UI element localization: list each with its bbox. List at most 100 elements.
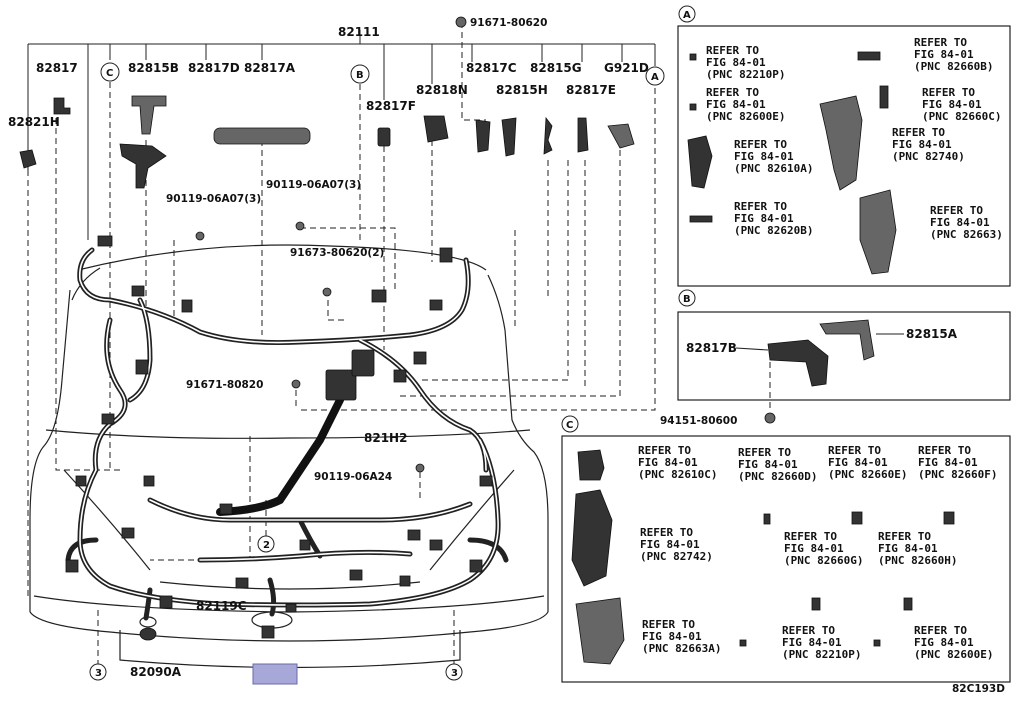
label-82817A: 82817A [244, 61, 296, 75]
wire-harness [65, 235, 509, 639]
svg-text:FIG 84-01: FIG 84-01 [640, 538, 700, 551]
svg-text:(PNC 82663): (PNC 82663) [930, 228, 1003, 241]
marker-3-left: 3 [89, 663, 107, 681]
svg-text:(PNC 82600E): (PNC 82600E) [914, 648, 993, 661]
svg-text:REFER TO: REFER TO [784, 530, 837, 543]
svg-text:FIG 84-01: FIG 84-01 [892, 138, 952, 151]
svg-text:(PNC 82610A): (PNC 82610A) [734, 162, 813, 175]
svg-text:(PNC 82660H): (PNC 82660H) [878, 554, 957, 567]
svg-text:REFER TO: REFER TO [914, 36, 967, 49]
svg-text:REFER TO: REFER TO [706, 44, 759, 57]
svg-text:C: C [566, 420, 573, 431]
svg-text:REFER TO: REFER TO [892, 126, 945, 139]
component-icons [19, 16, 776, 641]
svg-text:B: B [356, 70, 364, 81]
svg-text:REFER TO: REFER TO [640, 526, 693, 539]
svg-text:A: A [683, 10, 691, 21]
svg-text:FIG 84-01: FIG 84-01 [784, 542, 844, 555]
svg-text:FIG 84-01: FIG 84-01 [922, 98, 982, 111]
label-90119-06A07-b: 90119-06A07(3) [266, 179, 361, 191]
label-82815A: 82815A [906, 327, 958, 341]
svg-text:3: 3 [95, 668, 102, 679]
svg-text:REFER TO: REFER TO [828, 444, 881, 457]
label-82817: 82817 [36, 61, 78, 75]
svg-text:FIG 84-01: FIG 84-01 [782, 636, 842, 649]
label-82815G: 82815G [530, 61, 582, 75]
label-82119C: 82119C [196, 599, 247, 613]
svg-text:(PNC 82660G): (PNC 82660G) [784, 554, 863, 567]
svg-text:FIG 84-01: FIG 84-01 [828, 456, 888, 469]
marker-B-top: B [350, 64, 370, 84]
svg-text:FIG 84-01: FIG 84-01 [738, 458, 798, 471]
label-94151-80600: 94151-80600 [660, 415, 737, 427]
label-82817D: 82817D [188, 61, 240, 75]
svg-text:(PNC 82660B): (PNC 82660B) [914, 60, 993, 73]
marker-3-right: 3 [445, 663, 463, 681]
svg-text:C: C [106, 68, 113, 79]
svg-text:(PNC 82210P): (PNC 82210P) [706, 68, 785, 81]
svg-text:FIG 84-01: FIG 84-01 [930, 216, 990, 229]
svg-text:REFER TO: REFER TO [738, 446, 791, 459]
label-82817B: 82817B [686, 341, 737, 355]
label-91673-80620: 91673-80620(2) [290, 247, 384, 259]
label-82817E: 82817E [566, 83, 616, 97]
svg-text:FIG 84-01: FIG 84-01 [706, 56, 766, 69]
svg-text:REFER TO: REFER TO [922, 86, 975, 99]
svg-text:FIG 84-01: FIG 84-01 [918, 456, 978, 469]
label-82815B: 82815B [128, 61, 179, 75]
svg-text:3: 3 [451, 668, 458, 679]
svg-text:(PNC 82660F): (PNC 82660F) [918, 468, 997, 481]
svg-text:FIG 84-01: FIG 84-01 [914, 48, 974, 61]
highlighted-location-marker[interactable] [252, 663, 298, 685]
svg-text:REFER TO: REFER TO [918, 444, 971, 457]
label-82817C: 82817C [466, 61, 517, 75]
svg-text:FIG 84-01: FIG 84-01 [638, 456, 698, 469]
svg-text:REFER TO: REFER TO [782, 624, 835, 637]
label-82090A: 82090A [130, 665, 182, 679]
label-82821H: 82821H [8, 115, 60, 129]
label-82111: 82111 [338, 25, 380, 39]
svg-text:2: 2 [263, 540, 270, 551]
svg-text:(PNC 82620B): (PNC 82620B) [734, 224, 813, 237]
label-91671-80620: 91671-80620 [470, 17, 547, 29]
svg-text:REFER TO: REFER TO [878, 530, 931, 543]
label-90119-06A24: 90119-06A24 [314, 471, 392, 483]
svg-text:FIG 84-01: FIG 84-01 [878, 542, 938, 555]
label-82815H: 82815H [496, 83, 548, 97]
label-G921D: G921D [604, 61, 649, 75]
svg-text:(PNC 82600E): (PNC 82600E) [706, 110, 785, 123]
svg-text:(PNC 82660E): (PNC 82660E) [828, 468, 907, 481]
svg-text:FIG 84-01: FIG 84-01 [734, 150, 794, 163]
detail-panel-B: B 82815A 82817B [677, 289, 1011, 401]
label-821H2: 821H2 [364, 431, 407, 445]
svg-text:REFER TO: REFER TO [734, 138, 787, 151]
svg-text:FIG 84-01: FIG 84-01 [706, 98, 766, 111]
label-91671-80820: 91671-80820 [186, 379, 263, 391]
svg-text:REFER TO: REFER TO [706, 86, 759, 99]
svg-text:(PNC 82742): (PNC 82742) [640, 550, 713, 563]
svg-text:REFER TO: REFER TO [930, 204, 983, 217]
label-90119-06A07-a: 90119-06A07(3) [166, 193, 261, 205]
svg-text:REFER TO: REFER TO [642, 618, 695, 631]
svg-text:REFER TO: REFER TO [914, 624, 967, 637]
svg-text:B: B [683, 294, 691, 305]
svg-text:(PNC 82610C): (PNC 82610C) [638, 468, 717, 481]
svg-text:(PNC 82660C): (PNC 82660C) [922, 110, 1001, 123]
